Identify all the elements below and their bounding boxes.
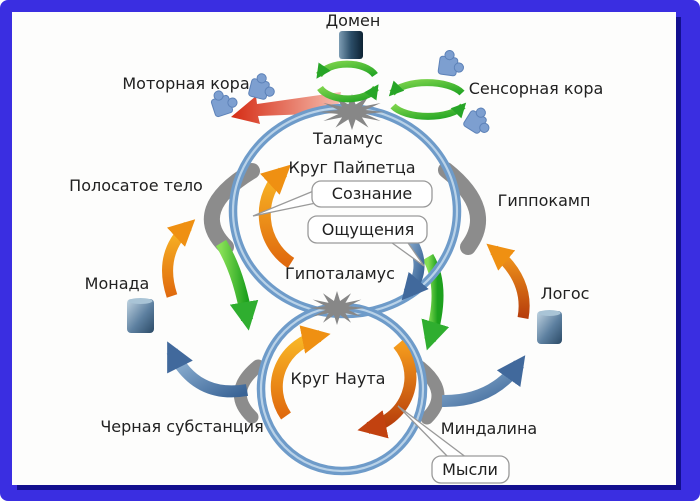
label-substantia-nigra: Черная субстанция <box>100 417 264 436</box>
label-motor-cortex: Моторная кора <box>122 74 250 93</box>
callout-text-thoughts: Мысли <box>442 460 498 479</box>
label-thalamus: Таламус <box>313 129 383 148</box>
label-papez-circuit: Круг Пайпетца <box>288 158 416 177</box>
label-hippocampus: Гиппокамп <box>497 191 591 210</box>
label-nauta-circuit: Круг Наута <box>290 369 386 388</box>
label-hypothalamus: Гипоталамус <box>285 264 395 283</box>
label-amygdala: Миндалина <box>440 419 538 438</box>
label-domain: Домен <box>325 11 381 30</box>
callout-text-consciousness: Сознание <box>331 184 413 203</box>
callout-text-sensations: Ощущения <box>321 220 415 239</box>
label-logos: Логос <box>540 284 590 303</box>
label-sensory-cortex: Сенсорная кора <box>468 79 604 98</box>
label-striatum: Полосатое тело <box>69 176 203 195</box>
label-monad: Монада <box>84 274 150 293</box>
